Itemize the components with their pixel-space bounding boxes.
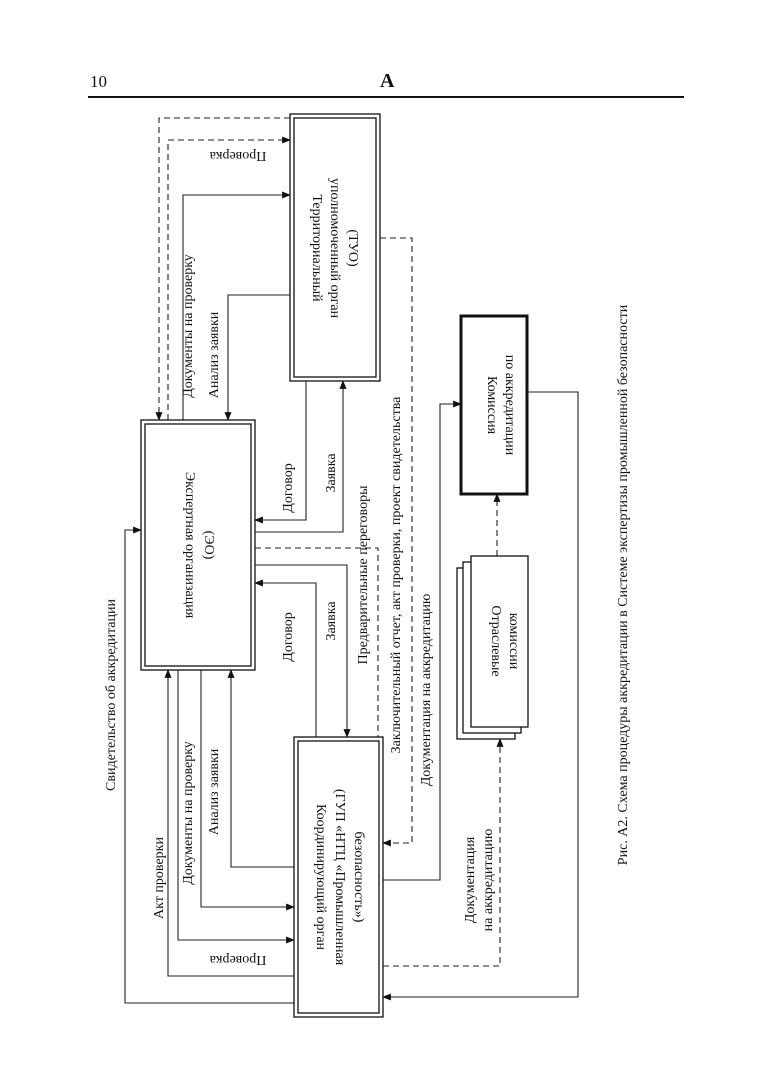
label-proverka-ko: Проверка xyxy=(209,952,266,967)
ka-to-ko-arrow xyxy=(382,391,579,1001)
ko-label-line1: Координирующий орган xyxy=(313,804,328,951)
dokumentaciya-ka-arrow xyxy=(383,400,462,881)
ka-block: Комиссия по аккредитации xyxy=(459,314,529,496)
figure-caption: Рис. А2. Схема процедуры аккредитации в … xyxy=(616,304,631,865)
label-dogovor-tuo: Договор xyxy=(281,463,296,512)
label-predv-peregovory: Предварительные переговоры xyxy=(356,485,371,665)
dogovor-ko-arrow xyxy=(254,579,317,737)
predv-peregovory-line xyxy=(255,547,379,737)
label-zayavka-tuo: Заявка xyxy=(324,453,339,493)
tuo-label-line1: Территориальный xyxy=(309,194,324,302)
tuo-block: Территориальный уполномоченный орган (ТУ… xyxy=(289,113,381,382)
label-svidetelstvo: Свидетельство об аккредитации xyxy=(104,599,119,791)
ok-label-line2: комиссии xyxy=(506,613,521,670)
ok-block: Отраслевые комиссии xyxy=(456,555,529,740)
zayavka-tuo-arrow xyxy=(255,380,347,533)
label-docs-na-proverku-ko: Документы на проверку xyxy=(181,741,196,885)
label-dogovor-ko: Договор xyxy=(281,612,296,661)
proverka-ko-arrow xyxy=(164,669,294,977)
label-zakl-otchet: Заключительный отчет, акт проверки, прое… xyxy=(389,396,404,754)
eo-label-line1: Экспертная организация xyxy=(182,472,197,619)
label-analiz-zayavki-ko: Анализ заявки xyxy=(207,748,222,835)
tuo-label-line2: уполномоченный орган xyxy=(327,178,342,319)
docs-na-proverku-tuo-arrow xyxy=(182,191,291,420)
ko-label-line2: (ГУП «НТЦ «Промышленная xyxy=(332,789,347,966)
akt-poverki-arrow xyxy=(167,136,291,420)
ka-label-line1: Комиссия xyxy=(484,376,499,435)
ko-block: Координирующий орган (ГУП «НТЦ «Промышле… xyxy=(293,736,384,1018)
proverka-tuo-arrow xyxy=(155,117,290,421)
dogovor-tuo-arrow xyxy=(254,381,307,524)
header-rule xyxy=(88,96,684,98)
analiz-zayavki-tuo-arrow xyxy=(224,294,290,421)
eo-block: Экспертная организация (ЭО) xyxy=(140,419,256,671)
label-dokumentaciya-ka: Документация на аккредитацию xyxy=(419,594,434,787)
analiz-zayavki-ko-arrow xyxy=(227,669,294,868)
ko-label-line3: безопасность») xyxy=(351,832,366,923)
ok-label-line1: Отраслевые xyxy=(488,605,503,676)
section-letter: А xyxy=(380,70,395,92)
zakl-otchet-arrow xyxy=(380,237,413,847)
ka-label-line2: по аккредитации xyxy=(502,355,517,456)
eo-label-line2: (ЭО) xyxy=(201,531,216,560)
tuo-label-line3: (ТУО) xyxy=(345,229,360,267)
label-dokumentaciya-ok-line2: на аккредитацию xyxy=(481,829,496,932)
svidetelstvo-arrow xyxy=(124,526,294,1004)
docs-na-proverku-ko-arrow xyxy=(200,670,295,911)
label-proverka-tuo: Проверка xyxy=(209,148,266,163)
label-docs-na-proverku-tuo: Документы на проверку xyxy=(181,254,196,398)
akt-proverki-ko-arrow xyxy=(177,670,295,944)
label-dokumentaciya-ok-line1: Документация xyxy=(463,836,478,923)
zayavka-ko-arrow xyxy=(255,564,351,738)
label-akt-proverki-ko: Акт проверки xyxy=(152,837,167,919)
label-analiz-zayavki-tuo: Анализ заявки xyxy=(207,311,222,398)
label-zayavka-ko: Заявка xyxy=(324,601,339,641)
page-number: 10 xyxy=(90,72,107,91)
